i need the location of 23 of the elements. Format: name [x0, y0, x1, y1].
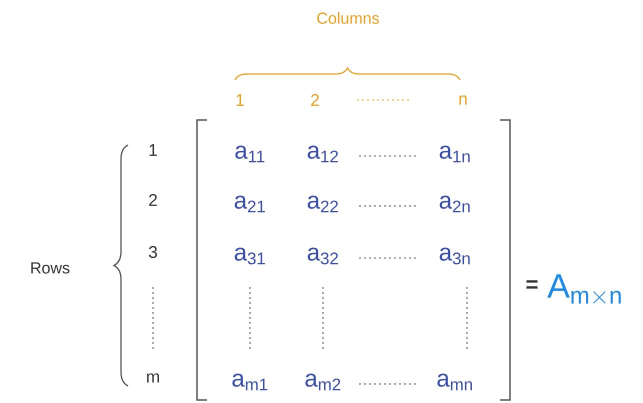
matrix-entry: a$_{22}$ [308, 196, 338, 212]
equals-sign: = [526, 280, 538, 289]
row-number: m [147, 373, 159, 383]
matrix-symbol: $\mathrm{A}_{\mathrm{m} \times \mathrm{n}}$ [547, 274, 621, 304]
matrix-entry: a$_{31}$ [234, 248, 265, 264]
matrix-entry: a$_{m1}$ [232, 374, 268, 390]
heading-label: Rows [31, 262, 70, 274]
matrix-entry: a$_{21}$ [234, 196, 265, 212]
matrix-entry: a$_{32}$ [308, 248, 338, 264]
matrix-entry: a$_{11}$ [235, 146, 264, 162]
row-number: 2 [149, 194, 157, 206]
column-number: 1 [236, 94, 244, 106]
matrix-entry: a$_{mn}$ [437, 374, 472, 390]
matrix-entry: a$_{12}$ [308, 146, 338, 162]
matrix-entry: a$_{2n}$ [440, 196, 470, 212]
column-number: n [459, 95, 467, 105]
matrix-entry: a$_{1n}$ [440, 146, 470, 162]
row-number: 3 [148, 246, 157, 258]
column-number: 2 [311, 94, 319, 106]
heading-label: Columns [317, 12, 379, 24]
row-number: 1 [150, 144, 157, 156]
matrix-entry: a$_{3n}$ [440, 248, 470, 264]
matrix-entry: a$_{m2}$ [305, 374, 340, 390]
